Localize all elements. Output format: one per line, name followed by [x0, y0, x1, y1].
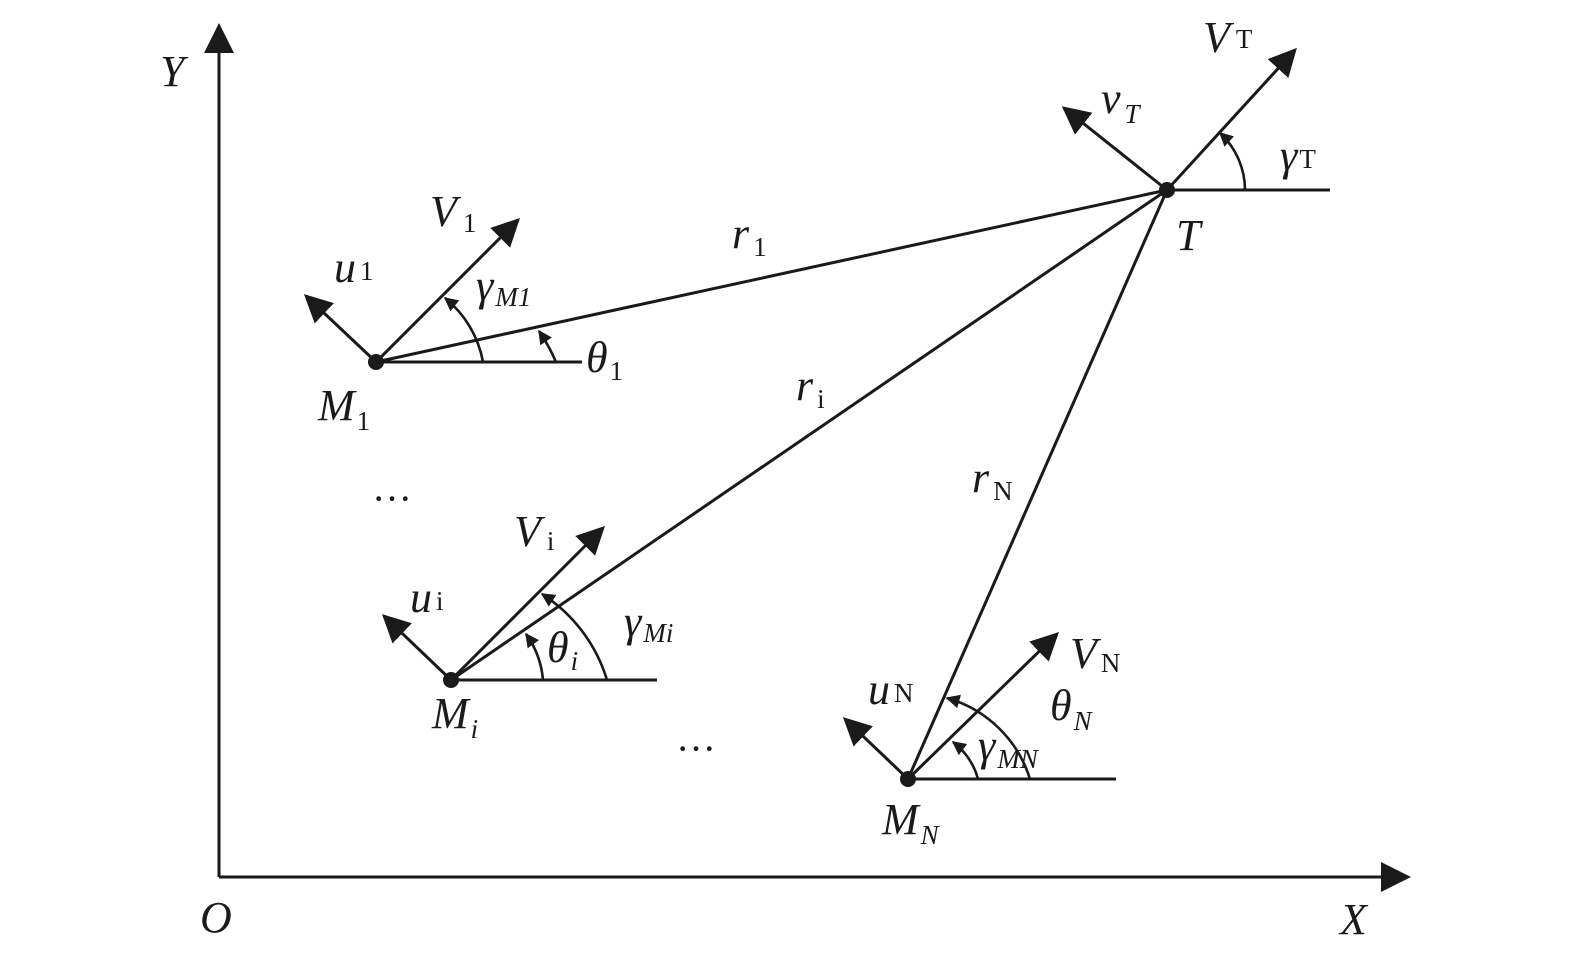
missile-i-velocity-sub: i: [547, 526, 555, 556]
target-angle-main: γ: [1280, 131, 1299, 180]
missile-n-velocity-sub: N: [1101, 648, 1121, 678]
missile-1-label-sub: 1: [357, 406, 371, 436]
missile-n-velocity-vector: [906, 632, 1060, 781]
missile-n-heading-arc: [945, 694, 1032, 780]
ellipsis-bottom: ···: [676, 726, 716, 771]
missile-1-velocity-vector: [374, 218, 520, 364]
missile-i-velocity-main: V: [514, 507, 546, 556]
missile-n-los-angle-label: θN: [1050, 681, 1094, 736]
missile-i-label-sub: i: [471, 714, 479, 744]
missile-1-point: [368, 354, 384, 370]
missile-i-heading-label: γMi: [624, 597, 673, 648]
missile-1-label: M1: [317, 381, 370, 436]
missile-i-range-main: r: [796, 361, 814, 410]
missile-n-label-sub: N: [920, 820, 941, 850]
missile-1-los-line: [375, 188, 1168, 364]
missile-1-normal-main: u: [334, 243, 356, 292]
missile-i-label: Mi: [431, 689, 478, 744]
missile-n-label-main: M: [881, 795, 921, 844]
missile-n-los-angle-main: θ: [1050, 681, 1072, 730]
target-velocity-vector: [1165, 47, 1297, 192]
missile-n-los-line: [906, 189, 1169, 780]
ellipsis-left: ···: [372, 476, 412, 521]
target-label: T: [1176, 211, 1204, 260]
target-angle-label: γT: [1280, 131, 1316, 180]
missile-n-los-arc: [951, 740, 980, 780]
missile-n-label: MN: [881, 795, 941, 850]
missile-i-los-line: [450, 188, 1168, 682]
missile-1-los-angle-main: θ: [586, 333, 608, 382]
missile-i-range-sub: i: [817, 384, 825, 414]
missile-1-label-main: M: [317, 381, 357, 430]
missile-n-normal-vector: [842, 717, 910, 781]
missile-1-heading-label: γM1: [476, 261, 531, 312]
missile-1-los-angle-sub: 1: [610, 356, 624, 386]
missile-1-los-angle-label: θ1: [586, 333, 623, 386]
missile-1-range-sub: 1: [753, 232, 767, 262]
missile-i-los-angle-label: θi: [547, 623, 578, 676]
missile-1-velocity-sub: 1: [463, 208, 477, 238]
missile-i-normal-vector: [381, 614, 453, 682]
missile-1-heading-sub: M1: [494, 282, 531, 312]
missile-n-point: [900, 771, 916, 787]
missile-i-los-arc: [524, 632, 545, 681]
missile-1-velocity-main: V: [430, 187, 462, 236]
missile-1-heading-arc: [443, 296, 485, 363]
missile-n-los-angle-sub: N: [1073, 706, 1094, 736]
missile-1-heading-main: γ: [476, 261, 495, 310]
missile-i-velocity-vector: [449, 526, 605, 682]
missile-n-range-main: r: [972, 453, 990, 502]
missile-i-los-angle-sub: i: [571, 646, 579, 676]
missile-i-label-main: M: [431, 689, 471, 738]
missile-1-los-arc: [537, 329, 558, 363]
y-axis-label: Y: [160, 47, 189, 96]
target-normal-main: v: [1101, 74, 1121, 123]
missile-n-heading-sub: MN: [996, 744, 1039, 774]
missile-i-normal-sub: i: [436, 586, 444, 616]
missile-i-heading-main: γ: [624, 597, 643, 646]
missile-n-range-sub: N: [993, 476, 1013, 506]
missile-n-normal-main: u: [868, 665, 890, 714]
missile-n-velocity-main: V: [1070, 629, 1102, 678]
target-angle-sub: T: [1299, 144, 1316, 174]
target-normal-vector: [1061, 106, 1168, 192]
missile-1-range-main: r: [732, 209, 750, 258]
target-normal-sub: T: [1125, 99, 1142, 129]
missile-n-heading-main: γ: [978, 721, 997, 770]
missile-1-normal-vector: [303, 294, 378, 364]
target-velocity-sub: T: [1236, 24, 1253, 54]
missile-1-normal-sub: 1: [360, 256, 374, 286]
missile-i-heading-sub: Mi: [642, 618, 673, 648]
target-angle-arc: [1218, 132, 1247, 191]
missile-i-point: [443, 672, 459, 688]
missile-i-heading-arc: [540, 592, 609, 681]
missile-i-los-angle-main: θ: [547, 623, 569, 672]
coordinate-axes: O X Y: [160, 23, 1411, 944]
missile-i-normal-main: u: [410, 573, 432, 622]
missile-n-heading-label: γMN: [978, 721, 1040, 774]
x-axis-label: X: [1338, 895, 1369, 944]
origin-label: O: [200, 893, 232, 942]
missile-n-normal-sub: N: [894, 678, 914, 708]
target-velocity-main: V: [1203, 13, 1235, 62]
